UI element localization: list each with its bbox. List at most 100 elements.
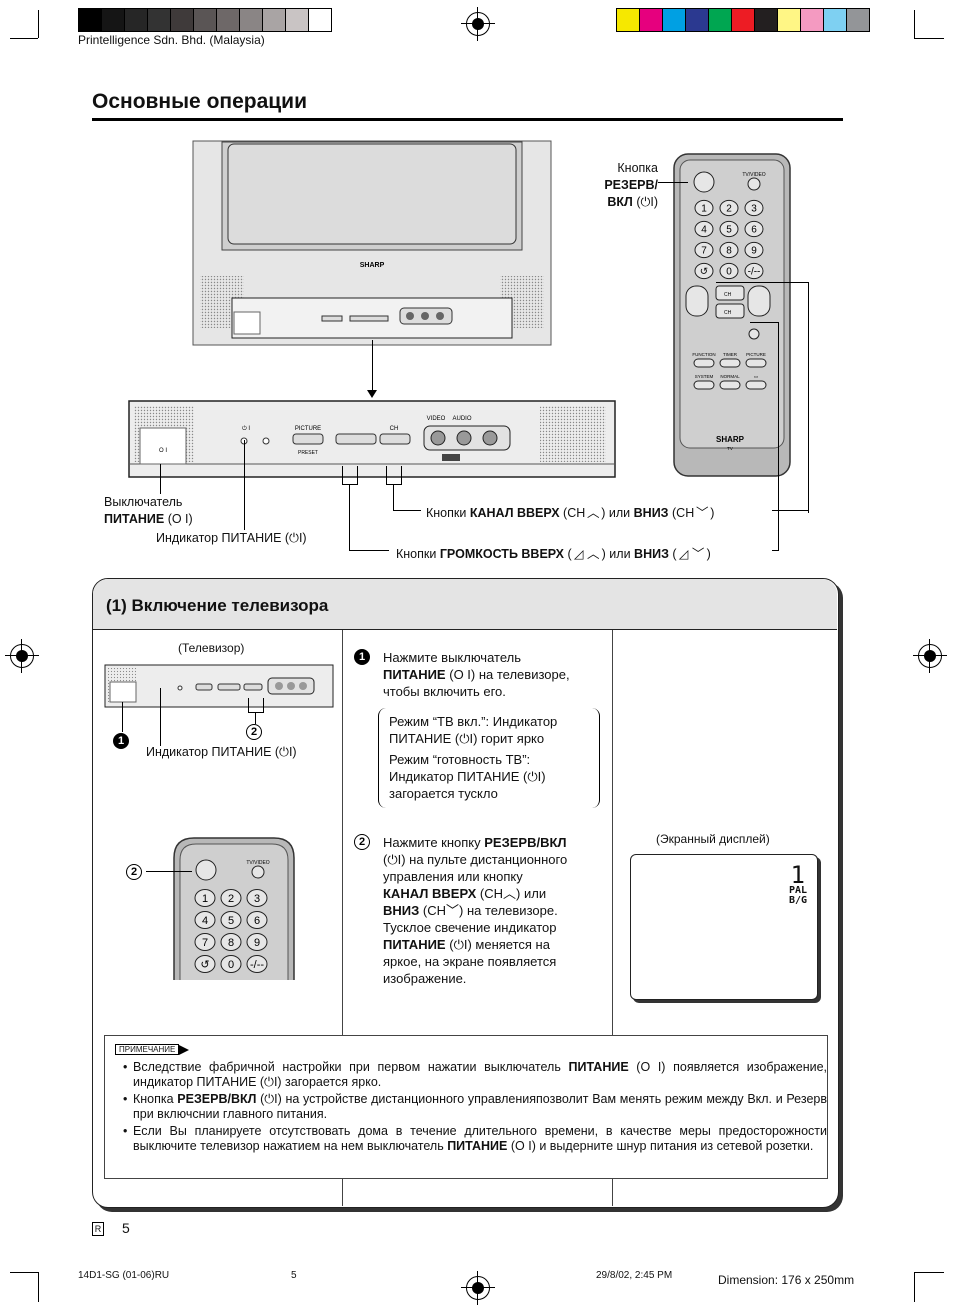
remote-digit-label: -/-- [748,267,761,278]
mode-bracket [378,708,600,808]
vol-or: ) или [601,547,631,561]
dimension-label: Dimension: 176 x 250mm [718,1273,855,1287]
gray-swatch [239,8,263,32]
step2-d2: ) или [516,886,547,901]
remote-digit-button [694,199,714,217]
vol-bold: ГРОМКОСТЬ ВВЕРХ [439,547,564,561]
step2-g-bold: ПИТАНИЕ [383,937,446,952]
osd-caption: (Экранный дисплей) [656,832,770,846]
remote-digit-label: 5 [726,225,732,236]
page-number: 5 [122,1220,130,1236]
gray-swatch [147,8,171,32]
tv-brand-logo: SHARP [360,262,385,269]
callout-line [772,550,778,551]
remote-digit-button [744,241,764,259]
callout-line [349,484,350,550]
language-mark: R [92,1222,104,1236]
mode2-a: Режим “готовность ТВ”: [389,752,531,767]
note-tag: ПРИМЕЧАНИЕ [115,1044,190,1055]
color-swatch [708,8,732,32]
remote-digit-button [194,955,216,973]
power-switch-bold: ПИТАНИЕ [104,512,165,526]
column-divider [342,630,343,1206]
remote-digit-button [719,199,739,217]
ch-prefix: Кнопки [426,506,467,520]
ch-end: ) [710,506,715,520]
step2-f: Тусклое свечение индикатор [383,920,557,935]
step2-d: (CH [479,886,504,901]
ch-bold: КАНАЛ ВВЕРХ [469,506,560,520]
crop-mark [914,1272,915,1302]
color-swatch [800,8,824,32]
standby-symbol: ⏻ I [242,425,250,432]
remote-ch-up: CH [724,292,732,298]
step2-b: (⏻I) на пульте дистанционного [383,852,568,867]
remote-digit-button [719,220,739,238]
remote-digit-label: 8 [726,246,732,257]
section-title: (1) Включение телевизора [106,596,329,615]
tv-indicator-label: Индикатор ПИТАНИЕ (⏻I) [146,745,297,759]
remote-digit-button [744,262,764,280]
remote-digit-button [694,241,714,259]
crop-mark [914,10,915,38]
vol-prefix: Кнопки [396,547,437,561]
remote-digit-label: 7 [202,937,208,949]
remote-digit-button [194,933,216,951]
registration-mark-icon [461,7,495,41]
step2-a: Нажмите кнопку [383,835,481,850]
print-date: 29/8/02, 2:45 PM [596,1270,673,1281]
crop-mark [10,38,38,39]
file-code: 14D1-SG (01-06)RU [78,1270,170,1281]
note-item: Если Вы планируете отсутствовать дома в … [123,1124,827,1154]
remote-digit-button [694,220,714,238]
osd-screen: 1 PAL B/G [630,854,818,1000]
color-swatch [616,8,640,32]
callout-line [658,182,688,183]
step1-text: Нажмите выключатель ПИТАНИЕ (Ο I) на тел… [383,649,605,700]
mode2-b: Индикатор ПИТАНИЕ (⏻I) [389,769,546,784]
step1-marker: 1 [113,733,129,749]
remote-digit-button [246,955,268,973]
color-swatch [846,8,870,32]
crop-mark [10,1272,38,1273]
remote-label-line1: Кнопка [617,161,658,175]
power-indicator-callout: Индикатор ПИТАНИЕ (⏻I) [156,531,307,545]
step2-e-bold: ВНИЗ [383,903,420,918]
volume-down-icon: ◿ ﹀ [678,547,705,561]
note-item: Кнопка РЕЗЕРВ/ВКЛ (⏻I) на устройстве дис… [123,1092,827,1122]
tv-caption: (Телевизор) [178,641,245,655]
title-rule [92,118,843,121]
mode2-c: загорается тускло [389,786,498,801]
step1-bold: ПИТАНИЕ [383,667,446,682]
remote-digit-label: 6 [751,225,757,236]
arrow-right-icon [179,1044,190,1055]
remote-digit-label: 3 [254,893,260,905]
remote-digit-label: ↺ [700,267,708,278]
chevron-down-icon: ﹀ [695,506,709,520]
remote-digit-label: 0 [726,267,732,278]
chevron-up-icon: ︿ [503,886,517,901]
remote-digit-button [194,911,216,929]
remote-timer-label: TIMER [723,352,738,357]
gray-swatch [193,8,217,32]
crop-mark [914,1272,944,1273]
color-swatch [662,8,686,32]
step2-i: изображение. [383,971,467,986]
vol-mid: ( [567,547,572,561]
osd-system-2: B/G [788,895,807,906]
step1-line-c: чтобы включить его. [383,684,506,699]
registration-mark-icon [913,639,947,673]
gray-swatch [262,8,286,32]
tv-illustration: SHARP [192,140,552,346]
color-swatch [754,8,778,32]
step2-c: управления или кнопку [383,869,523,884]
gray-swatch [101,8,125,32]
gray-swatch [78,8,102,32]
osd-system-1: PAL [788,885,807,896]
remote-vol-bracket [750,322,779,551]
osd-channel: 1 [790,861,805,889]
remote-digit-label: 2 [228,893,234,905]
step1-line-a: Нажмите выключатель [383,650,521,665]
